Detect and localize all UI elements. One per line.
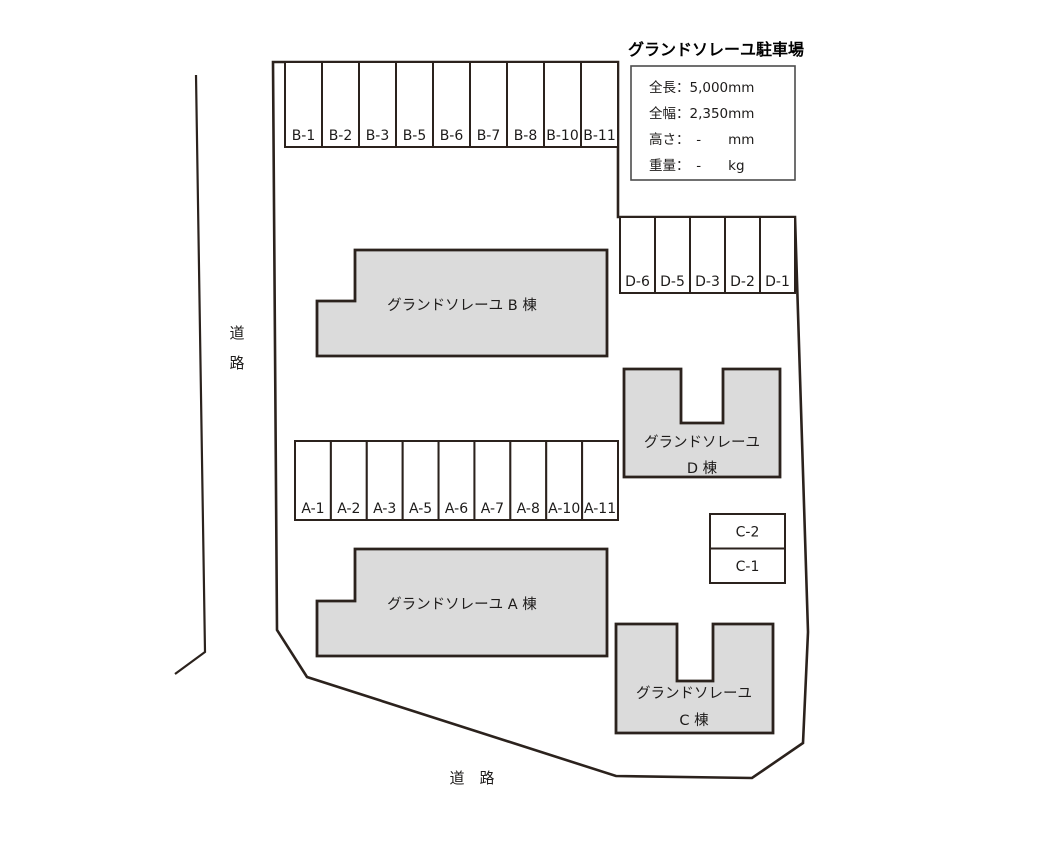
parking-space-label-C-1: C-1 (736, 559, 760, 575)
parking-space-B-10 (543, 61, 582, 148)
spec-box: 全長：5,000mm 全幅：2,350mm 高さ： - mm 重量： - kg (630, 65, 796, 181)
parking-space-C-1 (709, 547, 786, 584)
parking-space-D-6 (619, 216, 656, 294)
building-a-shape (315, 547, 609, 658)
parking-space-label-D-2: D-2 (730, 274, 755, 290)
spec-row-weight: 重量： - kg (649, 158, 745, 174)
building-c-shape (614, 622, 775, 735)
page-title: グランドソレーユ駐車場 (628, 40, 804, 59)
parking-space-label-A-5: A-5 (409, 501, 432, 517)
parking-space-A-1 (294, 440, 332, 521)
building-c-label-line2: C 棟 (679, 712, 709, 729)
parking-space-label-A-11: A-11 (584, 501, 616, 517)
parking-row-B: B-1 B-2 B-3 B-5 B-6 B-7 B-8 B-10 B-11 (284, 61, 619, 148)
road-label-bottom: 道 路 (449, 769, 494, 787)
building-d-label-line2: D 棟 (687, 460, 718, 477)
building-c-label-line1: グランドソレーユ (636, 685, 752, 702)
left-road-edge-line (174, 74, 207, 675)
parking-space-B-5 (395, 61, 434, 148)
parking-space-label-D-1: D-1 (765, 274, 790, 290)
building-b-shape (315, 248, 609, 358)
parking-space-D-1 (759, 216, 796, 294)
parking-space-label-C-2: C-2 (736, 524, 760, 540)
parking-space-label-D-3: D-3 (695, 274, 720, 290)
parking-space-A-11 (581, 440, 619, 521)
road-label-left-char1: 道 (229, 324, 244, 342)
building-b-label: グランドソレーユ B 棟 (387, 297, 537, 314)
parking-space-A-2 (329, 440, 368, 521)
parking-space-D-5 (654, 216, 691, 294)
parking-space-label-A-3: A-3 (373, 501, 396, 517)
parking-space-label-A-6: A-6 (445, 501, 468, 517)
parking-space-label-B-11: B-11 (583, 128, 615, 144)
parking-space-label-A-8: A-8 (517, 501, 540, 517)
parking-row-D: D-6 D-5 D-3 D-2 D-1 (619, 216, 796, 294)
parking-space-A-10 (545, 440, 584, 521)
building-b: グランドソレーユ B 棟 (315, 248, 609, 358)
parking-space-label-B-10: B-10 (546, 128, 578, 144)
parking-space-label-B-5: B-5 (403, 128, 427, 144)
parking-space-label-A-2: A-2 (337, 501, 360, 517)
road-label-left-char2: 路 (229, 354, 244, 372)
spec-row-height: 高さ： - mm (649, 131, 754, 148)
parking-space-label-B-6: B-6 (440, 128, 464, 144)
parking-space-label-B-8: B-8 (514, 128, 538, 144)
parking-space-B-8 (506, 61, 545, 148)
parking-row-C: C-2C-1 (709, 513, 786, 584)
building-d: グランドソレーユ D 棟 (622, 367, 782, 479)
spec-row-width: 全幅：2,350mm (649, 105, 754, 122)
spec-box-border (630, 65, 796, 181)
building-d-shape (622, 367, 782, 479)
building-a: グランドソレーユ A 棟 (315, 547, 609, 658)
parking-space-label-A-1: A-1 (301, 501, 324, 517)
property-boundary-outline (271, 60, 810, 780)
parking-space-label-D-6: D-6 (625, 274, 650, 290)
parking-space-B-2 (321, 61, 360, 148)
building-a-label: グランドソレーユ A 棟 (387, 596, 537, 613)
parking-space-label-B-3: B-3 (366, 128, 390, 144)
parking-space-B-11 (580, 61, 619, 148)
parking-space-A-8 (509, 440, 548, 521)
parking-space-D-2 (724, 216, 761, 294)
parking-space-label-A-7: A-7 (481, 501, 504, 517)
parking-space-label-A-10: A-10 (548, 501, 580, 517)
parking-space-B-7 (469, 61, 508, 148)
parking-space-label-B-7: B-7 (477, 128, 501, 144)
building-c: グランドソレーユ C 棟 (614, 622, 775, 735)
parking-space-label-B-2: B-2 (329, 128, 353, 144)
building-d-label-line1: グランドソレーユ (644, 434, 760, 451)
parking-space-D-3 (689, 216, 726, 294)
spec-row-length: 全長：5,000mm (649, 79, 754, 96)
parking-space-label-D-5: D-5 (660, 274, 685, 290)
parking-space-label-B-1: B-1 (292, 128, 316, 144)
parking-space-B-6 (432, 61, 471, 148)
